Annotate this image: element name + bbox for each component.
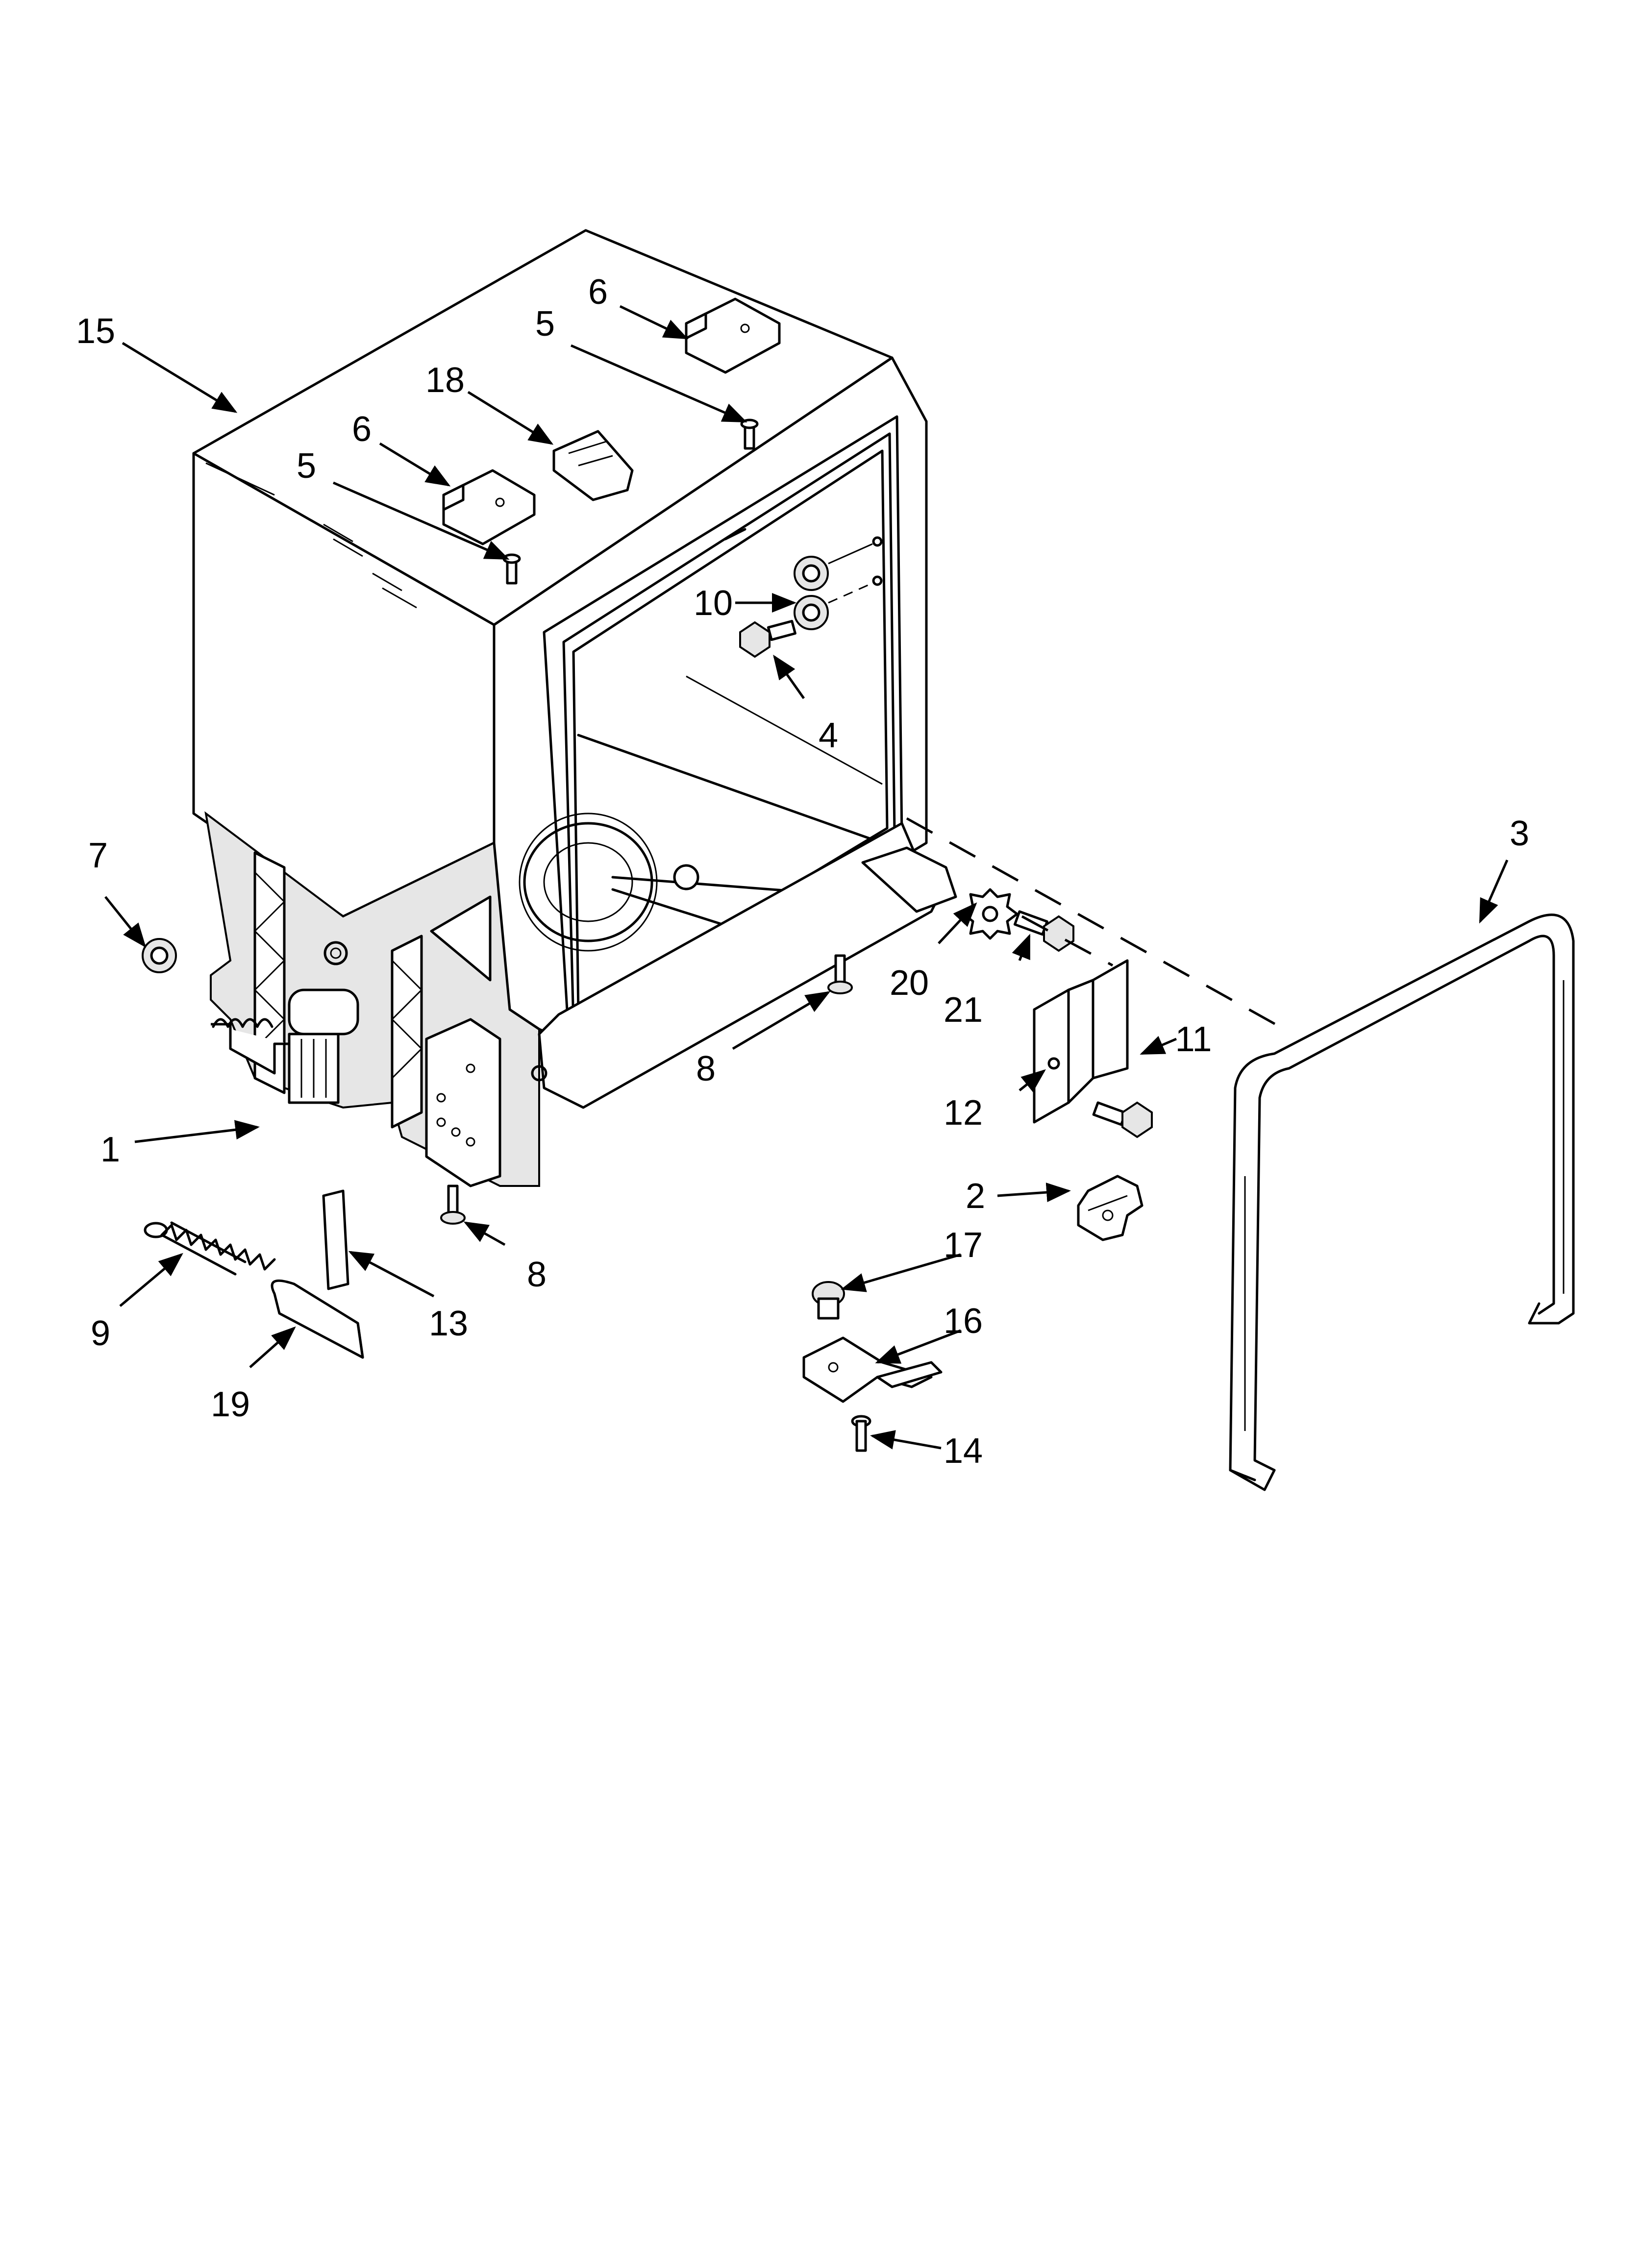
callout-3: 3 — [1510, 814, 1529, 853]
part-5-screw-upper — [740, 419, 759, 450]
callout-19: 19 — [211, 1385, 250, 1424]
part-4-bolt — [739, 619, 796, 658]
callout-14: 14 — [944, 1431, 983, 1471]
callout-6: 6 — [588, 272, 608, 312]
callout-13: 13 — [429, 1304, 468, 1343]
callout-4: 4 — [819, 716, 838, 755]
part-11-screw — [1092, 1101, 1153, 1138]
callout-12: 12 — [944, 1093, 983, 1133]
callout-8: 8 — [527, 1255, 547, 1294]
callout-7: 7 — [88, 836, 108, 875]
assembly-centerline — [906, 817, 1285, 1031]
base-leg-plate — [425, 1018, 501, 1187]
spray-arm-cup — [523, 822, 653, 942]
callout-17: 17 — [944, 1226, 983, 1265]
frame-bottom-lip — [538, 822, 947, 1109]
part-16-strike — [802, 1336, 943, 1403]
drain-port — [323, 941, 348, 965]
callout-11: 11 — [1175, 1020, 1212, 1059]
callout-2: 2 — [966, 1177, 985, 1216]
part-6-bracket-lower — [442, 469, 536, 545]
callout-20: 20 — [890, 963, 929, 1003]
callout-5: 5 — [535, 304, 555, 344]
part-18-clip — [552, 430, 634, 501]
frame-right-foot — [861, 846, 957, 913]
part-12-bracket — [1033, 959, 1129, 1124]
callout-10: 10 — [694, 584, 733, 623]
part-7-grommet — [142, 938, 177, 973]
part-20-star-washer — [962, 888, 1019, 940]
part-17-bumper — [812, 1281, 845, 1320]
part-9-spring — [144, 1221, 276, 1276]
callout-15: 15 — [76, 312, 115, 351]
callout-21: 21 — [944, 990, 983, 1030]
pump-window — [288, 988, 359, 1035]
callout-5: 5 — [297, 446, 316, 486]
base-strut-left — [253, 851, 286, 1094]
part-13-strip — [322, 1189, 349, 1290]
door-gasket — [1229, 913, 1575, 1491]
part-19-pad — [271, 1279, 364, 1359]
part-10-rollers — [794, 536, 883, 630]
part-14-screw — [851, 1415, 871, 1452]
callout-6: 6 — [352, 410, 372, 449]
spray-arm-hub — [673, 864, 699, 890]
callout-1: 1 — [100, 1130, 120, 1169]
part-2-latch — [1077, 1175, 1144, 1241]
part-8-leg-upper — [827, 954, 853, 994]
leader-lines — [104, 305, 1509, 1450]
part-8-leg-lower — [440, 1184, 466, 1225]
part-6-bracket-upper — [685, 297, 781, 374]
callout-18: 18 — [425, 361, 465, 400]
callout-9: 9 — [91, 1314, 110, 1353]
callout-16: 16 — [944, 1302, 983, 1341]
base-strut-right — [391, 935, 423, 1129]
callout-labels: 15 6 5 18 6 5 10 4 3 7 20 21 8 11 12 1 2… — [76, 272, 1529, 1471]
callout-8: 8 — [696, 1049, 716, 1088]
